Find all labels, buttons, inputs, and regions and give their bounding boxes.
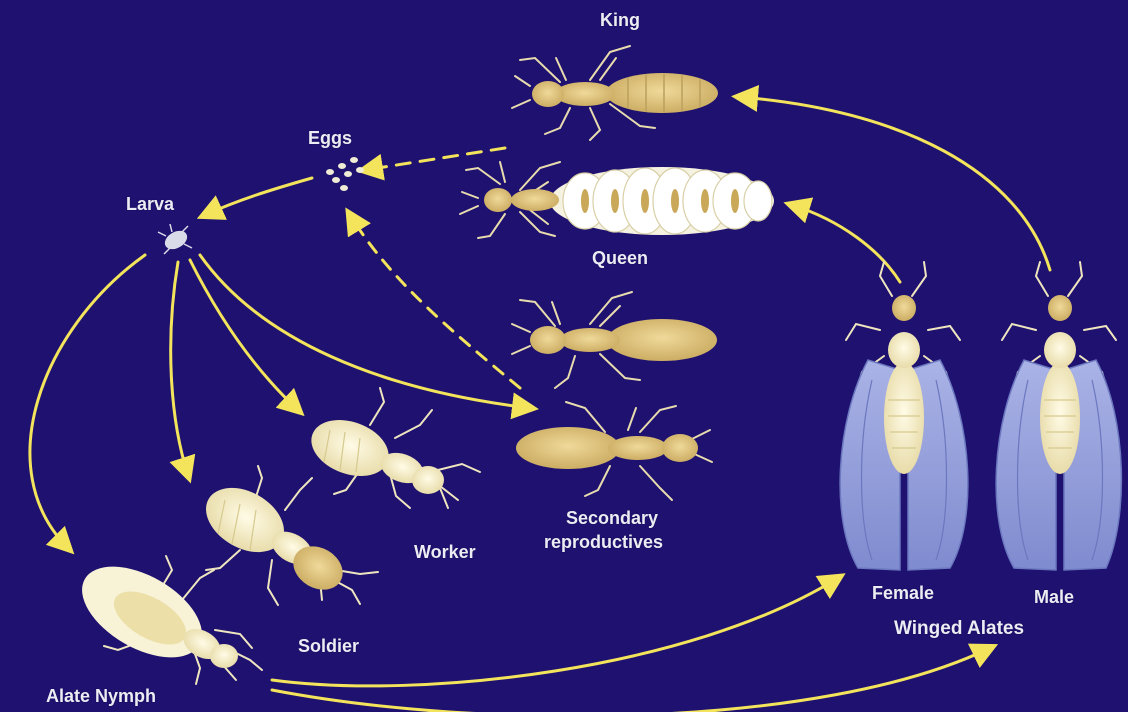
larva-icon (158, 224, 192, 254)
label-soldier: Soldier (298, 636, 359, 657)
label-secondary-line2: reproductives (544, 532, 663, 553)
worker-termite-icon (304, 388, 480, 508)
termite-queen-icon (460, 162, 774, 238)
label-winged-alates: Winged Alates (894, 618, 1024, 640)
winged-male-alate-icon (996, 262, 1121, 570)
label-worker: Worker (414, 542, 476, 563)
label-larva: Larva (126, 194, 174, 215)
label-alate-nymph: Alate Nymph (46, 686, 156, 707)
egg-cluster-icon (326, 157, 364, 191)
arrow-larva-to-soldier (171, 262, 188, 475)
label-secondary-line1: Secondary (566, 508, 658, 529)
arrow-female-to-queen (792, 205, 900, 282)
arrow-nymph-to-female (272, 578, 838, 686)
arrow-queen-to-eggs (365, 148, 505, 170)
arrow-larva-to-worker (190, 260, 298, 410)
soldier-termite-icon (195, 466, 378, 605)
termite-king-icon (512, 46, 718, 140)
label-eggs: Eggs (308, 128, 352, 149)
alate-nymph-icon (67, 548, 262, 684)
arrow-male-to-king (740, 97, 1050, 270)
arrow-larva-to-nymph (30, 255, 145, 548)
arrow-larva-to-secondary (200, 255, 530, 408)
label-king: King (600, 10, 640, 31)
label-queen: Queen (592, 248, 648, 269)
secondary-reproductive-icon (516, 402, 712, 500)
label-female: Female (872, 583, 934, 604)
label-male: Male (1034, 587, 1074, 608)
secondary-reproductive-icon (512, 292, 717, 388)
arrow-eggs-to-larva (205, 178, 312, 215)
arrow-secondary-to-eggs (350, 215, 520, 388)
winged-female-alate-icon (840, 262, 968, 570)
